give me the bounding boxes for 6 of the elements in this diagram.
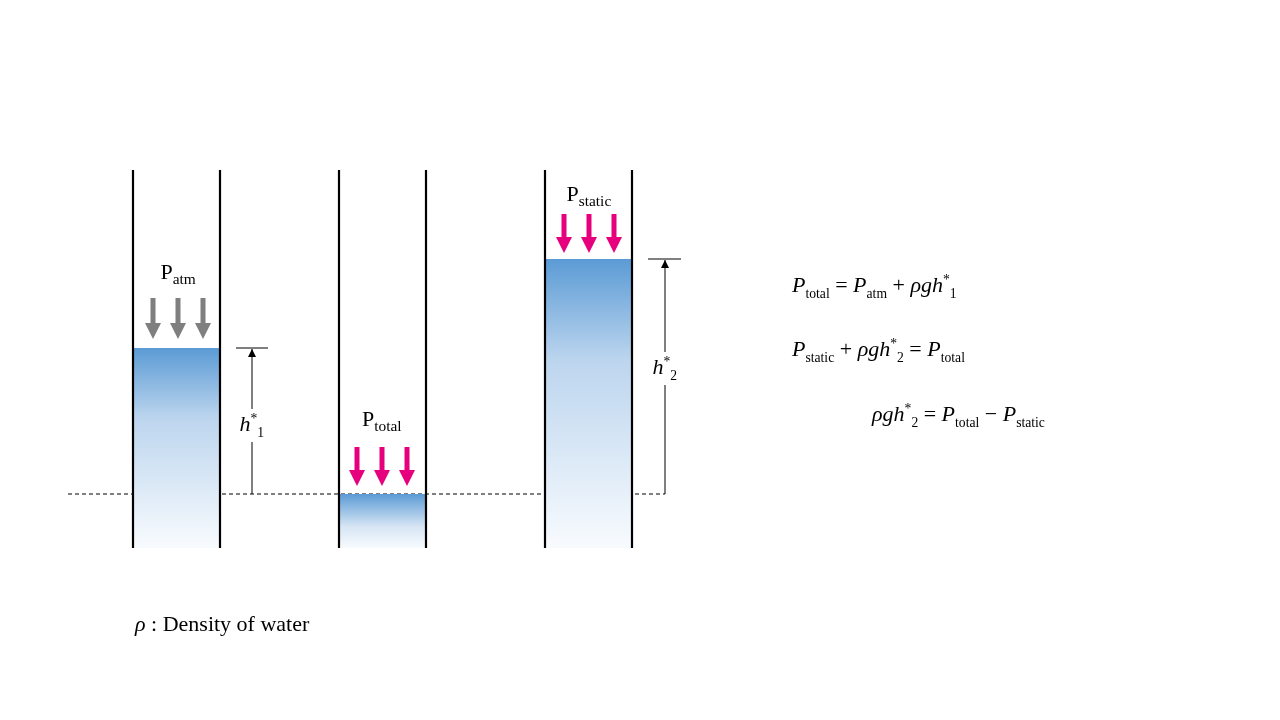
pressure-label: P$_{total}$ xyxy=(362,408,402,434)
equation: P$_{static}$ + ρgh$^{*}$$_{2}$ = P$_{total}$ xyxy=(792,337,965,365)
note-text: ρ : Density of water xyxy=(135,613,310,635)
equation: ρgh$^{*}$$_{2}$ = P$_{total}$ − P$_{static}$ xyxy=(872,402,1045,430)
pressure-label: P$_{atm}$ xyxy=(160,261,196,287)
pressure-label: P$_{static}$ xyxy=(566,183,612,209)
